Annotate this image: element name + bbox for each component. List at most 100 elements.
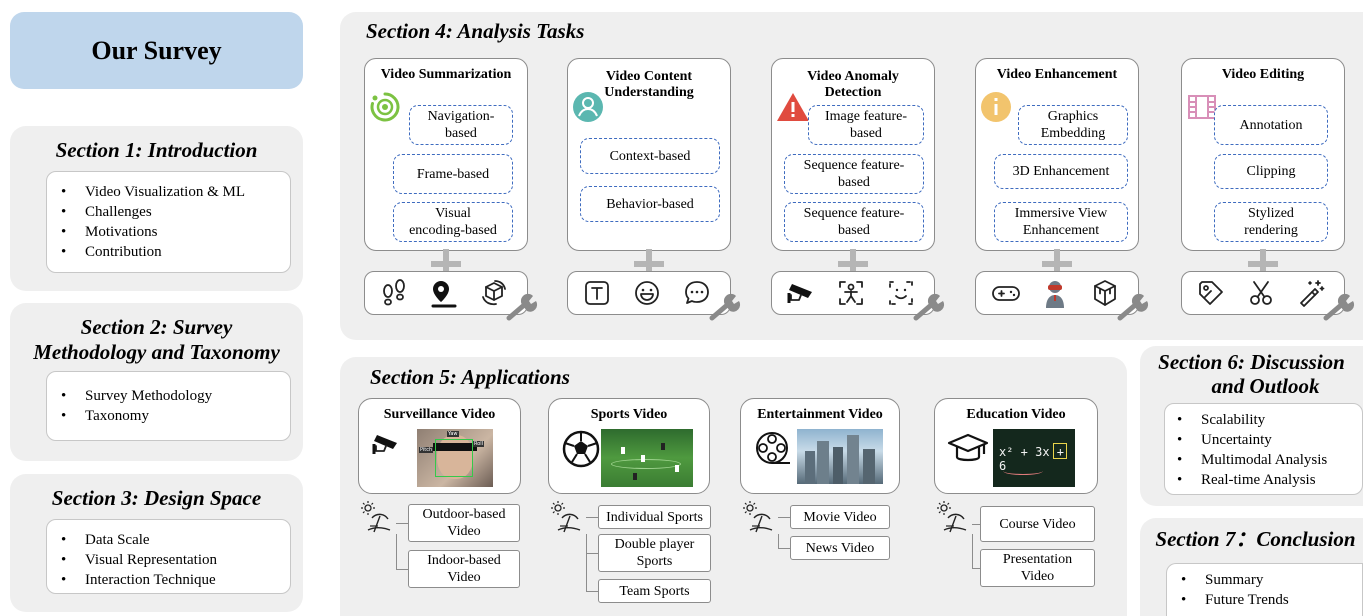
list-item: Data Scale [61, 530, 290, 550]
section-6-title-line1: Section 6: Discussion [1158, 350, 1345, 374]
tree-branch [586, 517, 598, 518]
list-item: Taxonomy [61, 406, 290, 426]
face-scan-icon [886, 278, 916, 313]
info-icon [980, 91, 1012, 128]
film-icon [1186, 91, 1218, 128]
section-7-list: Summary Future Trends [1166, 563, 1363, 616]
footprints-icon [379, 278, 409, 313]
method-box: Image feature-based [808, 105, 924, 145]
vr-user-icon [1040, 278, 1070, 315]
section-7-panel: Section 7：Conclusion Summary Future Tren… [1140, 518, 1363, 616]
person-icon [572, 91, 604, 128]
section-5-title: Section 5: Applications [370, 365, 570, 389]
application-leaf: Individual Sports [598, 505, 711, 529]
tree-line [778, 534, 779, 549]
wrench-icon [505, 292, 539, 327]
list-item: Visual Representation [61, 550, 290, 570]
tool-bar-2 [771, 271, 945, 321]
gamepad-icon [990, 278, 1022, 313]
method-box: Context-based [580, 138, 720, 174]
plus-icon [838, 249, 868, 279]
application-leaf: Course Video [980, 506, 1095, 542]
magic-wand-icon [1296, 278, 1326, 313]
list-item: Interaction Technique [61, 570, 290, 590]
tree-branch [586, 591, 598, 592]
text-icon [582, 278, 612, 313]
wrench-icon [1116, 292, 1150, 327]
list-item: Motivations [61, 222, 290, 242]
app-card-2: Entertainment Video [740, 398, 900, 494]
method-box: Annotation [1214, 105, 1328, 145]
application-leaf: Movie Video [790, 505, 890, 529]
tree-branch [396, 569, 408, 570]
section-3-panel: Section 3: Design Space Data Scale Visua… [10, 474, 303, 612]
application-leaf: Team Sports [598, 579, 711, 603]
list-item: Contribution [61, 242, 290, 262]
smiley-icon [632, 278, 662, 313]
section-6-title-line2: and Outlook [1211, 374, 1320, 398]
application-leaf: News Video [790, 536, 890, 560]
section-6-panel: Section 6: Discussion and Outlook Scalab… [1140, 346, 1363, 506]
method-box: Behavior-based [580, 186, 720, 222]
beach-icon [550, 500, 582, 539]
surveillance-photo: Yaw Pitch Roll [417, 429, 493, 487]
tree-branch [972, 524, 980, 525]
method-box: Sequence feature-based [784, 154, 924, 194]
tree-branch [586, 553, 598, 554]
tree-line [396, 534, 397, 570]
section-2-panel: Section 2: Survey Methodology and Taxono… [10, 303, 303, 461]
tree-branch [396, 523, 408, 524]
security-camera-icon [371, 429, 403, 464]
app-title: Entertainment Video [757, 407, 883, 422]
app-card-0: Surveillance Video Yaw Pitch Roll [358, 398, 521, 494]
plus-icon [1248, 249, 1278, 279]
survey-title: Our Survey [10, 12, 303, 89]
tree-branch [778, 517, 790, 518]
method-box: Sequence feature-based [784, 202, 924, 242]
section-1-list: Video Visualization & ML Challenges Moti… [46, 171, 291, 273]
method-box: 3D Enhancement [994, 154, 1128, 189]
film-reel-icon [753, 429, 793, 474]
plus-icon [431, 249, 461, 279]
person-scan-icon [836, 278, 866, 313]
wrench-icon [1322, 292, 1356, 327]
section-2-title-line1: Section 2: Survey [80, 315, 233, 339]
section-2-list: Survey Methodology Taxonomy [46, 371, 291, 441]
tool-bar-1 [567, 271, 741, 321]
plus-icon [1042, 249, 1072, 279]
section-2-title-line2: Methodology and Taxonomy [33, 340, 280, 364]
app-title: Education Video [966, 407, 1066, 422]
wrench-icon [912, 292, 946, 327]
section-7-title: Section 7：Conclusion [1155, 527, 1356, 551]
list-item: Future Trends [1181, 590, 1362, 610]
section-6-list: Scalability Uncertainty Multimodal Analy… [1164, 403, 1363, 495]
list-item: Scalability [1177, 410, 1362, 430]
wrench-icon [708, 292, 742, 327]
tree-line [972, 534, 973, 569]
app-title: Surveillance Video [383, 407, 496, 422]
section-3-list: Data Scale Visual Representation Interac… [46, 519, 291, 594]
orbit-icon [369, 91, 401, 128]
tool-bar-4 [1181, 271, 1355, 321]
beach-icon [936, 500, 968, 539]
list-item: Survey Methodology [61, 386, 290, 406]
list-item: Challenges [61, 202, 290, 222]
tree-branch [778, 548, 790, 549]
tree-branch [972, 568, 980, 569]
plus-icon [634, 249, 664, 279]
sports-photo [601, 429, 693, 487]
graduation-cap-icon [947, 429, 989, 474]
app-card-3: Education Video x² + 3x + 6 [934, 398, 1098, 494]
beach-icon [360, 500, 392, 539]
